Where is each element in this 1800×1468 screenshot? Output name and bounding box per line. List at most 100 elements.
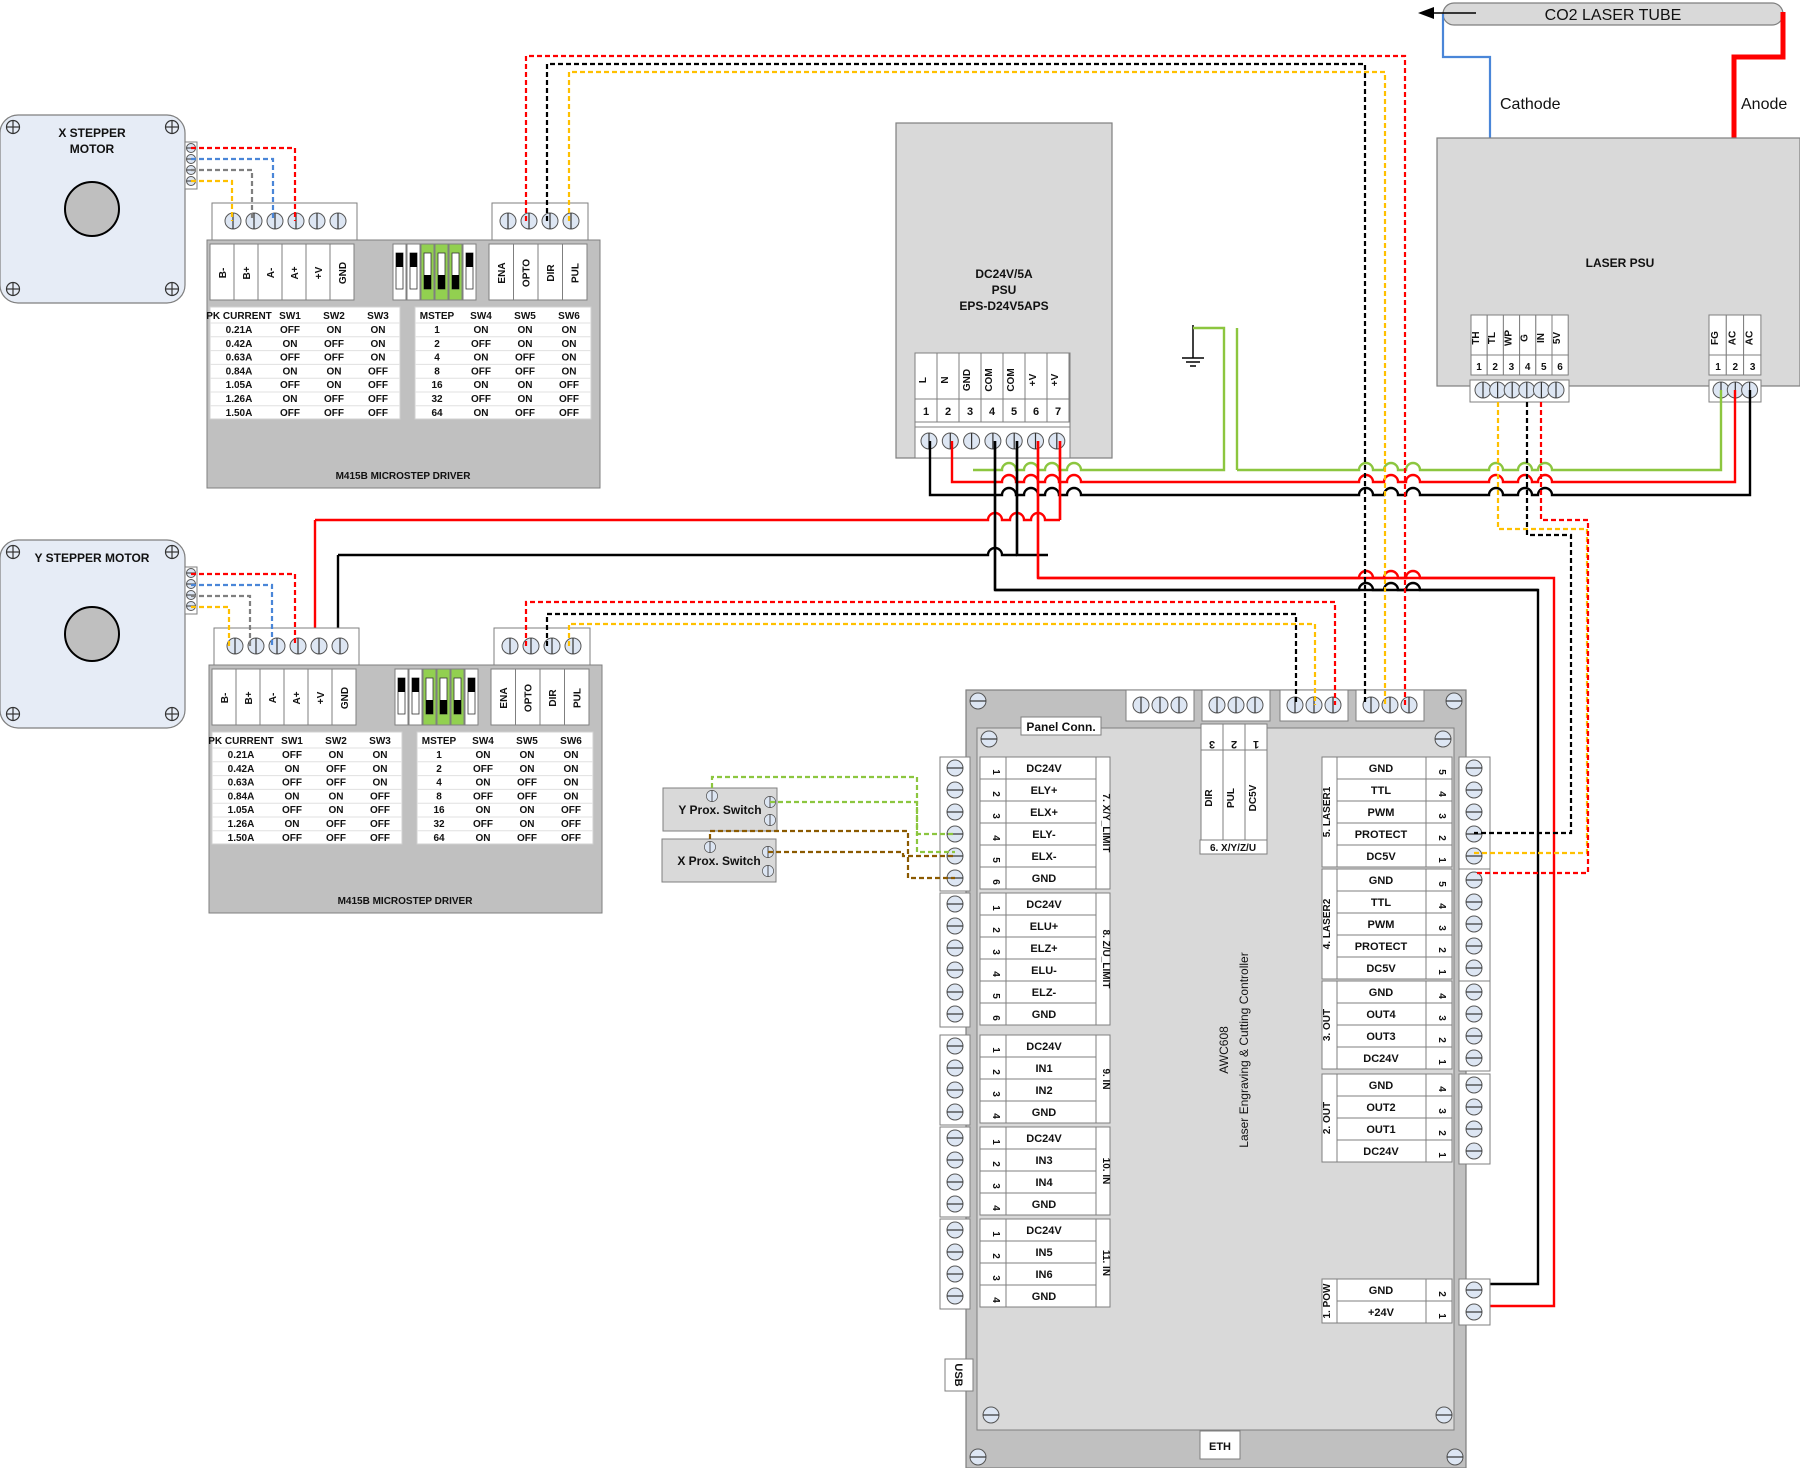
terminal-screw	[946, 917, 964, 935]
dip-knob	[424, 275, 431, 289]
dc-psu-pin-label: GND	[962, 369, 973, 391]
connector-pin-number: 6	[990, 879, 1001, 885]
x-prox-wire-1	[708, 829, 955, 880]
table-cell: OFF	[370, 819, 390, 830]
mount-screw-icon	[5, 706, 21, 722]
table-cell: ON	[564, 764, 579, 775]
pin-label-OPTO: OPTO	[524, 684, 535, 712]
y-motor-a-plus	[191, 572, 297, 646]
dc-psu-pin-number: 7	[1055, 406, 1061, 418]
awc608-controller: Panel Conn. USB ETH AWC608 Laser Engravi…	[939, 689, 1491, 1468]
pin-cell	[211, 668, 237, 726]
controller-top-terminals	[1125, 689, 1425, 722]
laser-psu-ac-number: 2	[1733, 362, 1739, 373]
mount-screw-icon	[164, 119, 180, 135]
pin-cell	[515, 668, 541, 726]
pin-label-B-: B-	[218, 268, 229, 279]
connector-pin-number: 2	[1436, 1130, 1447, 1136]
connector-pin-label: GND	[1032, 1009, 1057, 1021]
mount-screw-icon	[980, 730, 998, 748]
table-cell: 0.63A	[226, 353, 253, 364]
y-pul-wire	[567, 622, 1317, 705]
mount-screw-icon	[164, 544, 180, 560]
table-cell: OFF	[561, 833, 581, 844]
x-opto-wire	[524, 54, 1407, 705]
motor-shaft	[64, 606, 120, 662]
controller-model: AWC608	[1217, 1026, 1231, 1074]
y-motor-b-minus	[191, 605, 231, 646]
terminal-screw	[946, 1005, 964, 1023]
terminal-screw	[1465, 1281, 1483, 1299]
table-cell: OFF	[561, 805, 581, 816]
connector-pin-number: 3	[1436, 1108, 1447, 1114]
connector-title: 5. LASER1	[1322, 786, 1333, 837]
connector-7. X/Y_LIMIT: 1DC24V2ELY+3ELX+4ELY-5ELX-6GND7. X/Y_LIM…	[939, 756, 1111, 892]
connector-pin-number: 1	[990, 769, 1001, 775]
table-cell: 0.84A	[226, 366, 253, 377]
mounting-screws	[969, 692, 1464, 1466]
y-driver-v-wire	[315, 511, 1060, 522]
table-cell: ON	[371, 353, 386, 364]
panel-conn-label: Panel Conn.	[1020, 716, 1102, 736]
connector-pin-label: IN3	[1035, 1155, 1052, 1167]
pwm-wire	[1474, 402, 1590, 875]
connector-pin-label: OUT3	[1366, 1031, 1395, 1043]
dip-knob	[466, 253, 473, 267]
terminal-screw	[946, 895, 964, 913]
table-header: MSTEP	[422, 736, 457, 747]
x-motor-b-minus	[191, 179, 234, 221]
table-cell: OFF	[280, 353, 300, 364]
table-header: SW4	[472, 736, 494, 747]
terminal-screw	[1465, 1120, 1483, 1138]
connector-pin-number: 4	[1436, 1086, 1447, 1092]
table-cell: ON	[562, 366, 577, 377]
table-cell: ON	[562, 325, 577, 336]
connector-pin-number: 4	[990, 1113, 1001, 1119]
pin-label-A+: A+	[292, 691, 303, 704]
terminal-screw	[1465, 893, 1483, 911]
table-cell: 1.50A	[226, 408, 253, 419]
dip-knob	[398, 678, 405, 692]
connector-pin-number: 1	[1436, 857, 1447, 863]
dc-psu-line2: PSU	[992, 283, 1017, 297]
dc-psu-line1: DC24V/5A	[975, 267, 1033, 281]
pin-label-PUL: PUL	[571, 263, 582, 283]
laser-psu-pin-label: G	[1520, 334, 1531, 342]
pin-label-A-: A-	[266, 268, 277, 279]
y-prox-label: Y Prox. Switch	[678, 803, 761, 817]
table-header: SW3	[367, 311, 389, 322]
connector-pin-number: 3	[990, 1275, 1001, 1281]
laser-psu-pin-number: 3	[1509, 362, 1515, 373]
table-cell: ON	[562, 339, 577, 350]
pin-cell	[209, 243, 235, 301]
live-wire	[950, 390, 1737, 484]
eth-port[interactable]: ETH	[1199, 1430, 1241, 1460]
table-header: SW5	[514, 311, 536, 322]
terminal-screw	[1465, 915, 1483, 933]
terminal-screw	[946, 847, 964, 865]
table-cell: ON	[371, 339, 386, 350]
table-header: PK CURRENT	[206, 311, 272, 322]
table-header: SW5	[516, 736, 538, 747]
connector-title: 1. POW	[1322, 1283, 1333, 1319]
axis-pin-number: 3	[1209, 738, 1215, 750]
pin-label-GND: GND	[338, 262, 349, 284]
connector-pin-label: PROTECT	[1355, 941, 1408, 953]
terminal-screw	[245, 212, 263, 230]
terminal-strip	[939, 892, 971, 1028]
table-cell: OFF	[280, 325, 300, 336]
connector-pin-number: 1	[1436, 1313, 1447, 1319]
dip-knob	[412, 678, 419, 692]
dip-knob	[440, 700, 447, 714]
anode-wire	[1731, 12, 1786, 138]
connector-pin-number: 3	[990, 1091, 1001, 1097]
laser-psu-pin-number: 5	[1541, 362, 1547, 373]
usb-port[interactable]: USB	[944, 1358, 974, 1392]
dip-knob	[452, 275, 459, 289]
cathode-label: Cathode	[1500, 96, 1561, 113]
connector-pin-number: 2	[1436, 947, 1447, 953]
connector-pin-number: 1	[1436, 1152, 1447, 1158]
table-cell: OFF	[559, 408, 579, 419]
